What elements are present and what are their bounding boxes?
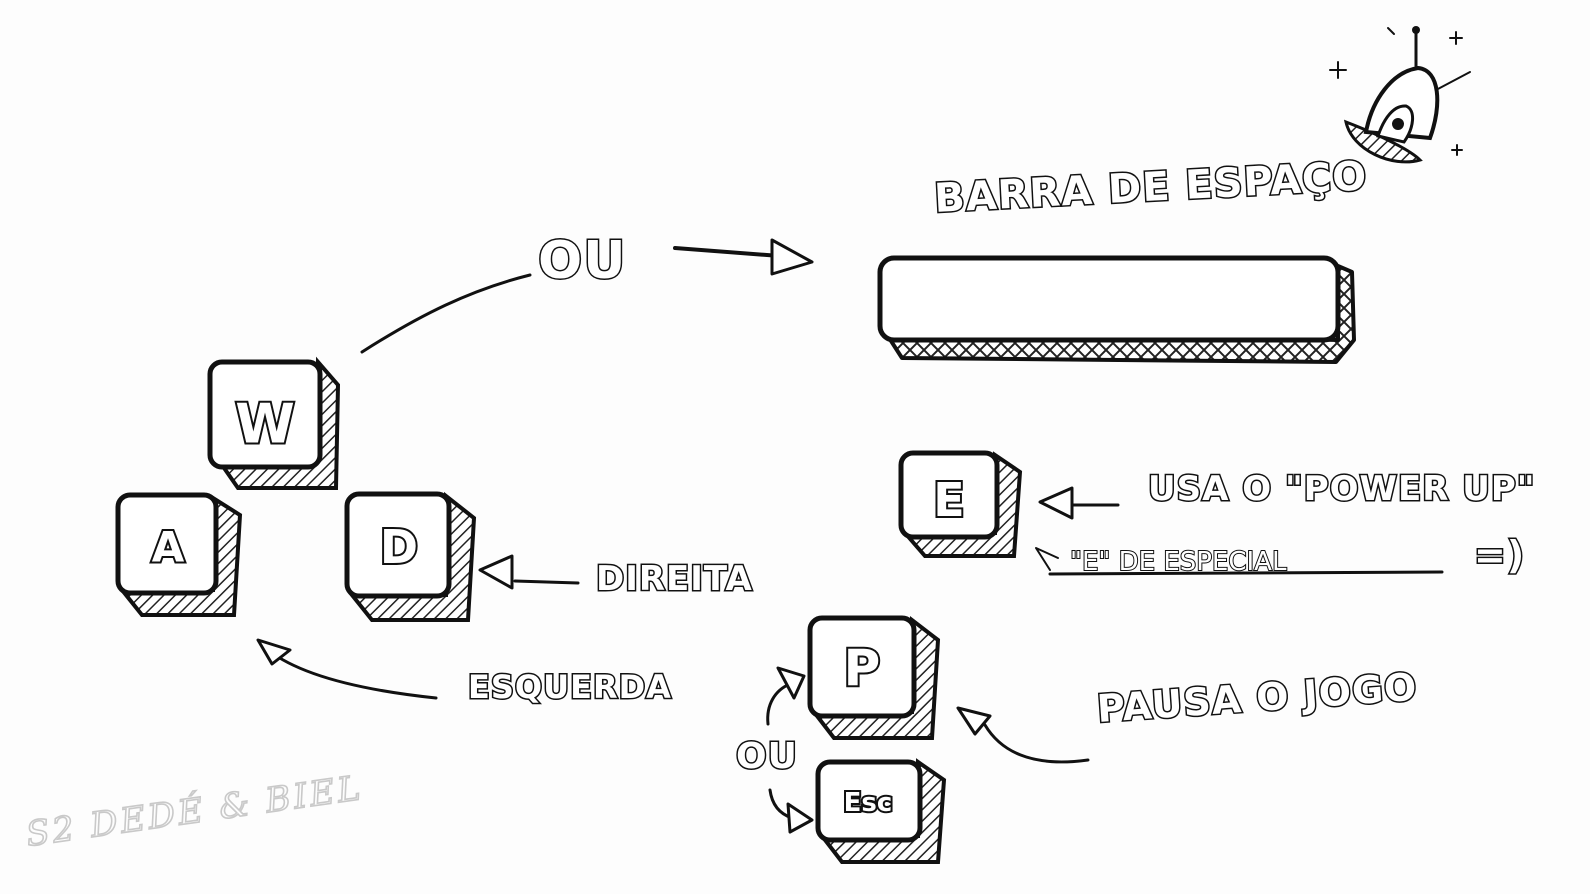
arrow-direita-line <box>513 579 580 585</box>
label-power-up: USA O "POWER UP" <box>1148 469 1536 509</box>
key-w: W <box>207 356 341 490</box>
arrowhead-right-icon <box>770 238 814 276</box>
key-e-label: E <box>933 473 964 527</box>
label-ou-top: OU <box>538 231 626 291</box>
label-spacebar: BARRA DE ESPAÇO <box>933 153 1368 222</box>
arrowhead-left-icon <box>256 638 292 666</box>
key-a: A <box>115 492 243 617</box>
key-esc-label: Esc <box>844 788 893 818</box>
label-ou-bottom: OU <box>736 736 798 777</box>
especial-underline <box>1048 570 1444 576</box>
signature: S2 DEDÉ & BIEL <box>24 767 366 855</box>
key-e: E <box>898 450 1023 558</box>
label-especial: "E" DE ESPECIAL <box>1070 547 1287 577</box>
key-esc: Esc <box>815 758 947 864</box>
key-d-label: D <box>380 520 418 574</box>
arrow-esquerda-curve <box>266 648 438 700</box>
arrow-ou-to-spacebar <box>673 246 782 258</box>
label-especial-smiley: =) <box>1474 533 1525 577</box>
label-esquerda: ESQUERDA <box>468 668 672 706</box>
key-w-label: W <box>235 393 295 456</box>
label-pausa: PAUSA O JOGO <box>1096 665 1419 731</box>
arrow-pausa-curve <box>983 723 1090 764</box>
arrow-ou-to-p <box>766 682 792 726</box>
especial-hook-icon <box>1035 547 1059 571</box>
ufo-icon <box>1329 26 1471 164</box>
curve-w-to-ou <box>360 273 532 354</box>
key-p-label: P <box>844 639 881 697</box>
arrowhead-up-icon <box>776 666 806 700</box>
key-p: P <box>807 615 941 740</box>
label-direita: DIREITA <box>596 559 753 599</box>
arrowhead-left-icon <box>956 706 992 736</box>
arrowhead-down-icon <box>786 802 814 834</box>
key-d: D <box>344 491 477 622</box>
arrowhead-left-icon <box>1038 486 1074 520</box>
arrowhead-left-icon <box>478 554 514 590</box>
key-spacebar <box>877 255 1356 364</box>
key-a-label: A <box>152 523 185 572</box>
